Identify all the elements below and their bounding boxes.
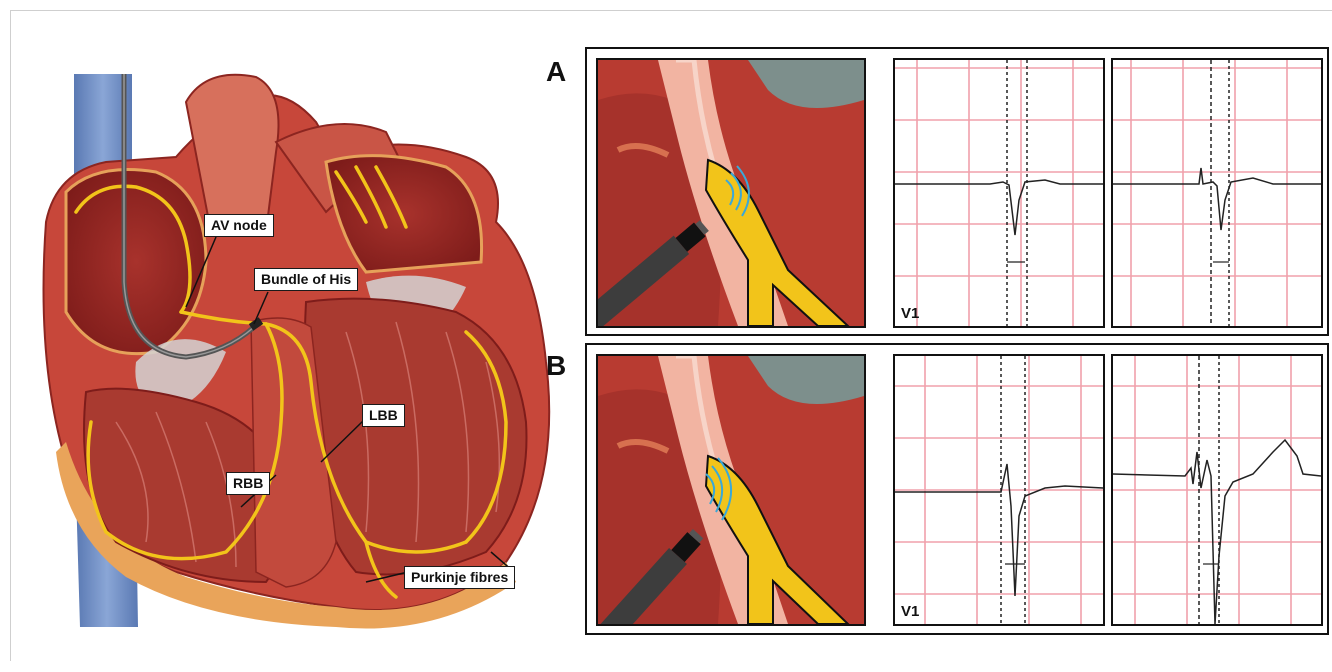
panel-b-letter: B: [546, 350, 566, 382]
label-lbb: LBB: [362, 404, 405, 427]
panel-a-ecg-intrinsic: V1: [893, 58, 1105, 328]
label-av-node: AV node: [204, 214, 274, 237]
left-ventricle: [305, 299, 527, 575]
ecg-trace-a1: [895, 180, 1103, 235]
panel-b-lead-illustration: [596, 354, 866, 626]
ecg-trace-b1: [895, 464, 1103, 596]
panel-a-ecg-paced: [1111, 58, 1323, 328]
label-bundle-of-his: Bundle of His: [254, 268, 358, 291]
panel-b-lead-label: V1: [901, 603, 919, 620]
panel-b-ecg-intrinsic: V1: [893, 354, 1105, 626]
panel-a-lead-label: V1: [901, 305, 919, 322]
ecg-trace-a2: [1113, 168, 1321, 230]
label-purkinje-fibres: Purkinje fibres: [404, 566, 515, 589]
label-rbb: RBB: [226, 472, 270, 495]
panel-a-lead-illustration: [596, 58, 866, 328]
ecg-trace-b2: [1113, 440, 1321, 624]
panel-b-ecg-paced: [1111, 354, 1323, 626]
heart-illustration: [36, 62, 566, 632]
panel-a-letter: A: [546, 56, 566, 88]
